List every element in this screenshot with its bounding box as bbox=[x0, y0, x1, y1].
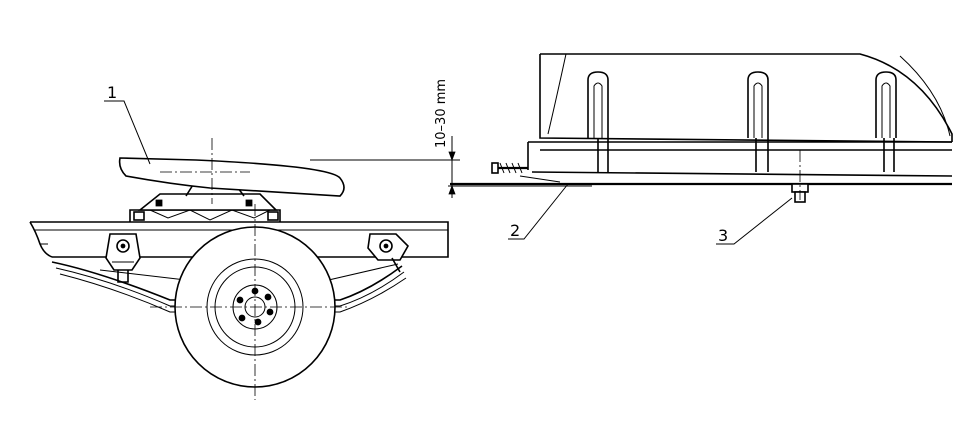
callout-2: 2 bbox=[508, 183, 569, 240]
wheel-stud-bolts bbox=[236, 287, 274, 326]
fifth-wheel-mount bbox=[129, 179, 281, 222]
leaf-spring bbox=[51, 261, 407, 313]
clearance-dimension: 10–30 mm bbox=[310, 79, 592, 198]
rear-spring-hanger bbox=[367, 233, 409, 273]
fifth-wheel-plate bbox=[118, 157, 345, 197]
trailer-body bbox=[539, 53, 953, 143]
callout-3: 3 bbox=[716, 197, 793, 245]
callout-1: 1 bbox=[104, 83, 151, 165]
trailer-frame bbox=[450, 141, 953, 186]
tractor-assembly bbox=[29, 138, 449, 400]
dimension-label: 10–30 mm bbox=[434, 79, 449, 148]
front-spring-hanger bbox=[105, 233, 141, 283]
callout-2-label: 2 bbox=[510, 221, 520, 240]
callout-1-label: 1 bbox=[107, 83, 117, 102]
trailer-assembly bbox=[450, 53, 953, 203]
callout-3-label: 3 bbox=[718, 226, 728, 245]
tractor-center-lines bbox=[150, 138, 348, 400]
trailer-stakes bbox=[587, 71, 897, 172]
front-bolt bbox=[491, 162, 528, 174]
kingpin bbox=[791, 150, 809, 203]
